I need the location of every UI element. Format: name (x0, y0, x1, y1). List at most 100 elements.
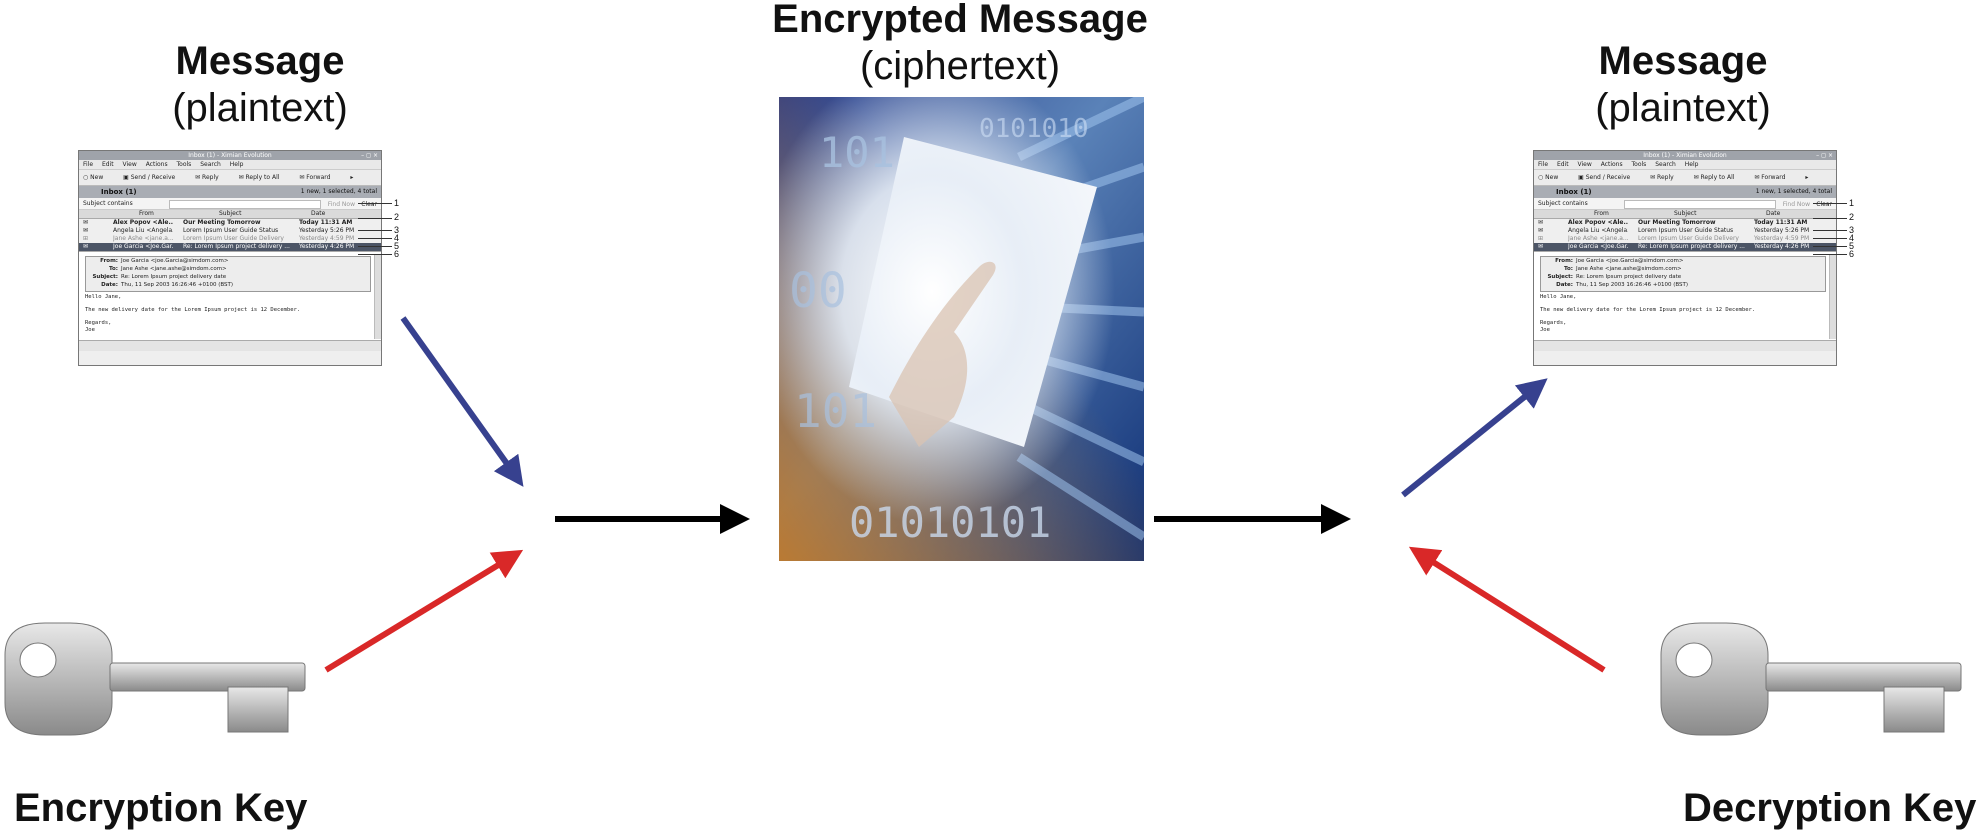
find-now-button[interactable]: Find Now (327, 201, 355, 208)
envelope-icon: ✉ (1538, 219, 1544, 226)
reply-label: Reply (1657, 174, 1674, 181)
menu-edit[interactable]: Edit (101, 161, 114, 168)
callout-number: 4 (1849, 233, 1855, 243)
message-row[interactable]: ✉ Alex Popov <Ale... Our Meeting Tomorro… (1534, 219, 1836, 227)
toolbar: ○ New ▣ Send / Receive ✉ Reply ✉ Reply t… (79, 170, 381, 186)
header-date: Date:Thu, 11 Sep 2003 16:26:46 +0100 (BS… (1541, 281, 1825, 289)
forward-button[interactable]: ✉ Forward (1754, 174, 1786, 181)
header-to-label: To: (1564, 266, 1573, 272)
column-date[interactable]: Date (1766, 210, 1781, 217)
message-date: Today 11:31 AM (299, 219, 353, 226)
preview-scrollbar[interactable] (1829, 255, 1836, 339)
message-row[interactable]: ✉ Angela Liu <Angela... Lorem Ipsum User… (79, 227, 381, 235)
menu-tools[interactable]: Tools (176, 161, 192, 168)
new-button[interactable]: ○ New (83, 174, 104, 181)
menu-bar: File Edit View Actions Tools Search Help (1534, 160, 1836, 170)
window-controls[interactable]: – ◻ × (361, 152, 378, 159)
reply-button[interactable]: ✉ Reply (195, 174, 219, 181)
new-button-label: New (90, 174, 104, 181)
callout-number: 3 (394, 225, 400, 235)
header-subject-value: Re: Lorem Ipsum project delivery date (121, 274, 227, 280)
body-text: The new delivery date for the Lorem Ipsu… (85, 307, 301, 313)
message-date: Yesterday 5:26 PM (1754, 227, 1810, 234)
header-to-label: To: (109, 266, 118, 272)
column-subject[interactable]: Subject (1674, 210, 1697, 217)
body-greeting: Hello Jane, (85, 294, 122, 300)
menu-edit[interactable]: Edit (1556, 161, 1569, 168)
reply-all-button[interactable]: ✉ Reply to All (238, 174, 280, 181)
search-input[interactable] (1624, 200, 1776, 209)
menu-tools[interactable]: Tools (1631, 161, 1647, 168)
search-scope-select[interactable]: Subject contains (1538, 200, 1588, 207)
menu-actions[interactable]: Actions (145, 161, 168, 168)
message-row-selected[interactable]: ✉ Joe Garcia <Joe.Gar... Re: Lorem Ipsum… (79, 243, 381, 251)
search-scope-select[interactable]: Subject contains (83, 200, 133, 207)
message-row[interactable]: ⊞ Jane Ashe <jane.a... Lorem Ipsum User … (79, 235, 381, 243)
header-date-value: Thu, 11 Sep 2003 16:26:46 +0100 (BST) (1576, 282, 1689, 288)
clear-button[interactable]: Clear (1816, 201, 1832, 208)
callout-leader-line (1813, 218, 1847, 219)
callout-leader-line (358, 218, 392, 219)
message-subject: Re: Lorem Ipsum project delivery ... (1638, 243, 1745, 250)
menu-actions[interactable]: Actions (1600, 161, 1623, 168)
message-from: Jane Ashe <jane.a... (1568, 235, 1628, 242)
menu-search[interactable]: Search (200, 161, 221, 168)
reply-button[interactable]: ✉ Reply (1650, 174, 1674, 181)
header-date: Date:Thu, 11 Sep 2003 16:26:46 +0100 (BS… (86, 281, 370, 289)
header-from-value[interactable]: Joe Garcia <joe.Garcia@simdom.com> (121, 258, 229, 264)
message-date: Yesterday 4:59 PM (1754, 235, 1810, 242)
svg-text:00: 00 (789, 263, 847, 319)
message-from: Alex Popov <Ale... (113, 219, 173, 226)
menu-file[interactable]: File (83, 161, 94, 168)
callout-number: 6 (1849, 249, 1855, 259)
menu-file[interactable]: File (1538, 161, 1549, 168)
send-receive-label: Send / Receive (1585, 174, 1631, 181)
send-receive-button[interactable]: ▣ Send / Receive (123, 174, 176, 181)
header-to-value[interactable]: Jane Ashe <jane.ashe@simdom.com> (1576, 266, 1682, 272)
plaintext-email-window-left: Inbox (1) - Ximian Evolution – ◻ × File … (78, 150, 382, 366)
header-to: To:Jane Ashe <jane.ashe@simdom.com> (86, 265, 370, 273)
new-button[interactable]: ○ New (1538, 174, 1559, 181)
column-subject[interactable]: Subject (219, 210, 242, 217)
message-row-selected[interactable]: ✉ Joe Garcia <Joe.Gar... Re: Lorem Ipsum… (1534, 243, 1836, 251)
toolbar-more-icon[interactable]: ▸ (1805, 174, 1809, 181)
header-from: From:Joe Garcia <joe.Garcia@simdom.com> (86, 257, 370, 265)
toolbar-more-icon[interactable]: ▸ (350, 174, 354, 181)
column-from[interactable]: From (1594, 210, 1609, 217)
find-now-button[interactable]: Find Now (1782, 201, 1810, 208)
menu-search[interactable]: Search (1655, 161, 1676, 168)
window-controls[interactable]: – ◻ × (1816, 152, 1833, 159)
message-list-header: From Subject Date (1534, 210, 1836, 219)
message-from: Angela Liu <Angela... (113, 227, 173, 234)
message-row[interactable]: ⊞ Jane Ashe <jane.a... Lorem Ipsum User … (1534, 235, 1836, 243)
envelope-icon: ✉ (1538, 243, 1544, 250)
menu-help[interactable]: Help (229, 161, 244, 168)
callout-leader-line (1813, 230, 1847, 231)
callout-number: 1 (1849, 198, 1855, 208)
forward-button[interactable]: ✉ Forward (299, 174, 331, 181)
window-title: Inbox (1) - Ximian Evolution (1643, 152, 1727, 159)
header-from-value[interactable]: Joe Garcia <joe.Garcia@simdom.com> (1576, 258, 1684, 264)
menu-help[interactable]: Help (1684, 161, 1699, 168)
reply-all-label: Reply to All (1700, 174, 1735, 181)
forward-label: Forward (306, 174, 331, 181)
message-from: Joe Garcia <Joe.Gar... (1568, 243, 1628, 250)
column-date[interactable]: Date (311, 210, 326, 217)
message-date: Yesterday 4:26 PM (1754, 243, 1810, 250)
send-receive-button[interactable]: ▣ Send / Receive (1578, 174, 1631, 181)
clear-button[interactable]: Clear (361, 201, 377, 208)
preview-scrollbar[interactable] (374, 255, 381, 339)
search-input[interactable] (169, 200, 321, 209)
callout-leader-line (1813, 203, 1847, 204)
message-row[interactable]: ✉ Alex Popov <Ale... Our Meeting Tomorro… (79, 219, 381, 227)
message-row[interactable]: ✉ Angela Liu <Angela... Lorem Ipsum User… (1534, 227, 1836, 235)
message-subject: Lorem Ipsum User Guide Status (183, 227, 279, 234)
header-to-value[interactable]: Jane Ashe <jane.ashe@simdom.com> (121, 266, 227, 272)
body-signature: Joe (85, 327, 95, 333)
column-from[interactable]: From (139, 210, 154, 217)
reply-all-button[interactable]: ✉ Reply to All (1693, 174, 1735, 181)
callout-leader-line (1813, 246, 1847, 247)
menu-view[interactable]: View (1577, 161, 1592, 168)
header-from-label: From: (1555, 258, 1573, 264)
menu-view[interactable]: View (122, 161, 137, 168)
